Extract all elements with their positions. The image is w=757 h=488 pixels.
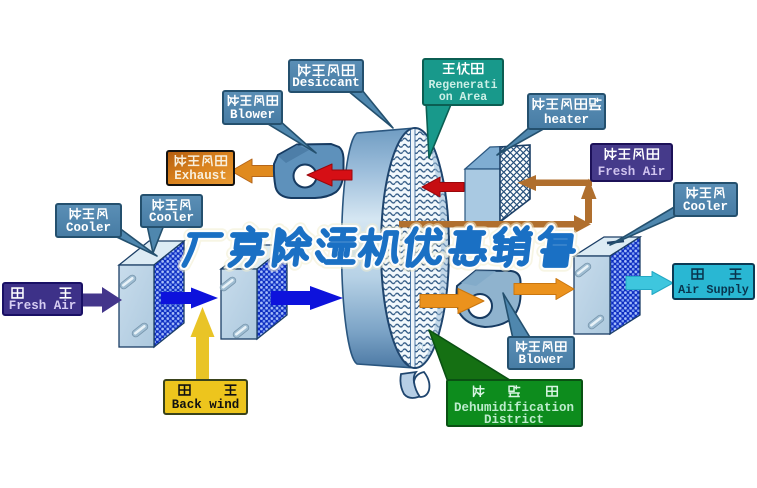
svg-text:Regenerati: Regenerati — [428, 79, 497, 92]
svg-text:Blower: Blower — [230, 108, 275, 122]
svg-text:Blower: Blower — [518, 353, 563, 367]
svg-text:Fresh Air: Fresh Air — [9, 299, 77, 313]
svg-text:Cooler: Cooler — [66, 221, 111, 235]
svg-text:Dehumidification: Dehumidification — [454, 401, 574, 415]
svg-text:Fresh Air: Fresh Air — [598, 165, 666, 179]
svg-text:Cooler: Cooler — [149, 211, 194, 225]
svg-text:Air Supply: Air Supply — [678, 283, 749, 297]
svg-text:Cooler: Cooler — [683, 200, 728, 214]
svg-text:Exhaust: Exhaust — [174, 169, 227, 183]
svg-text:heater: heater — [544, 113, 589, 127]
svg-text:District: District — [484, 413, 544, 427]
svg-text:xt: xt — [416, 341, 425, 353]
svg-text:on Area: on Area — [439, 91, 487, 104]
svg-text:Desiccant: Desiccant — [292, 76, 360, 90]
svg-text:Back wind: Back wind — [172, 398, 240, 412]
